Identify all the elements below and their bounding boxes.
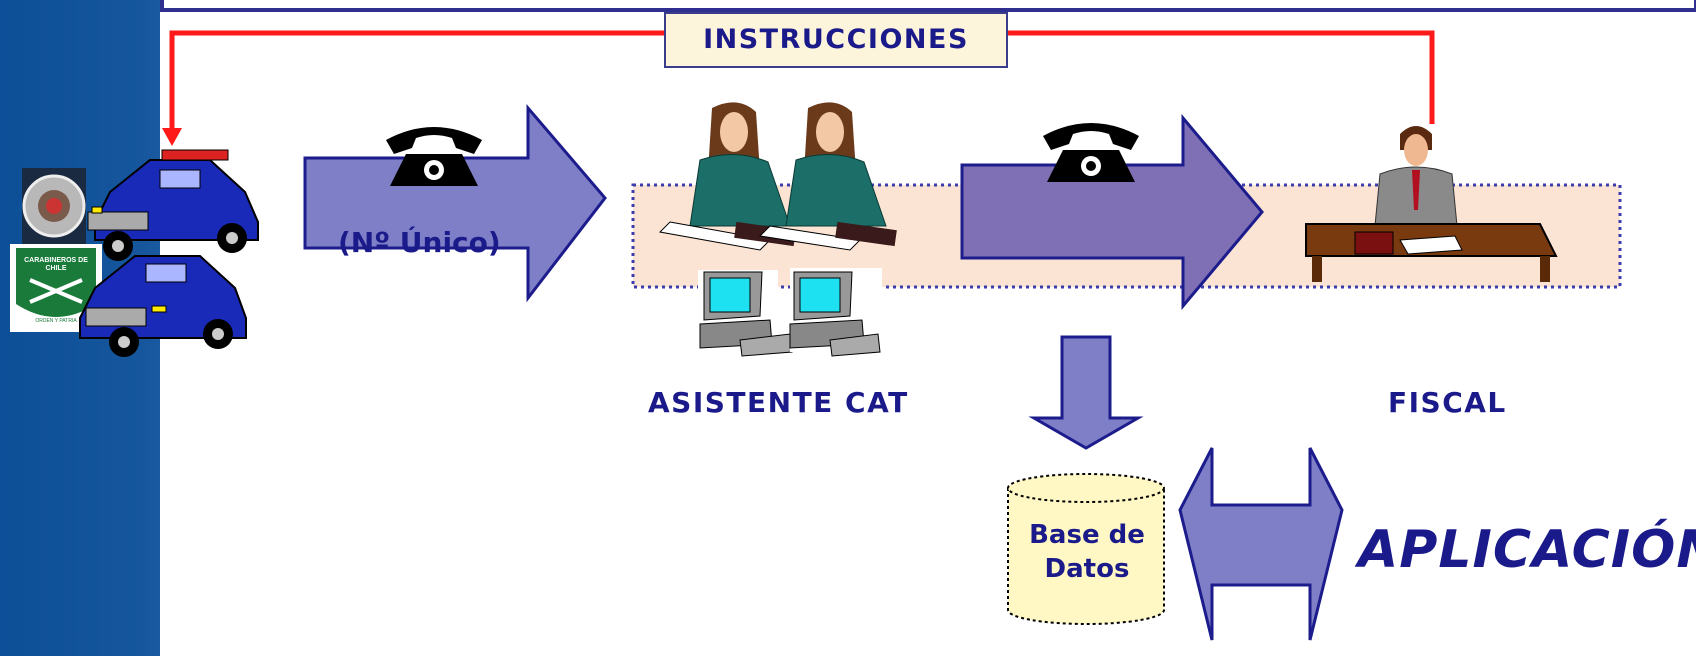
prosecutor-icon <box>1305 126 1558 282</box>
police-badge-icon <box>22 168 86 244</box>
unique-number-label: (Nº Único) <box>338 226 501 259</box>
call-arrow-2 <box>960 113 1264 311</box>
assistant-operator-icon <box>658 102 796 251</box>
database-label-line1: Base de <box>1029 520 1145 550</box>
instructions-label: INSTRUCCIONES <box>664 12 1008 68</box>
fiscal-label: FISCAL <box>1388 386 1507 419</box>
assistant-cat-label: ASISTENTE CAT <box>648 386 909 419</box>
database-icon <box>1007 473 1165 625</box>
application-double-arrow <box>1178 447 1344 641</box>
police-car-icon <box>79 255 247 357</box>
database-label-line2: Datos <box>1044 554 1130 584</box>
application-label: APLICACIÓN <box>1358 520 1696 580</box>
computer-icon <box>698 270 793 357</box>
shield-motto: ORDEN Y PATRIA <box>35 318 77 324</box>
call-arrow-1 <box>303 103 607 303</box>
carabineros-shield-icon: CARABINEROS DE CHILE ORDEN Y PATRIA <box>10 244 102 332</box>
shield-title: CARABINEROS DE <box>24 257 88 264</box>
top-frame <box>160 0 1696 12</box>
assistant-operator-icon <box>758 102 897 251</box>
computer-icon <box>789 268 882 357</box>
down-arrow <box>1028 335 1144 450</box>
shield-subtitle: CHILE <box>46 265 67 272</box>
telephone-icon <box>1043 123 1139 182</box>
police-car-icon <box>87 149 259 261</box>
telephone-icon <box>386 127 482 186</box>
